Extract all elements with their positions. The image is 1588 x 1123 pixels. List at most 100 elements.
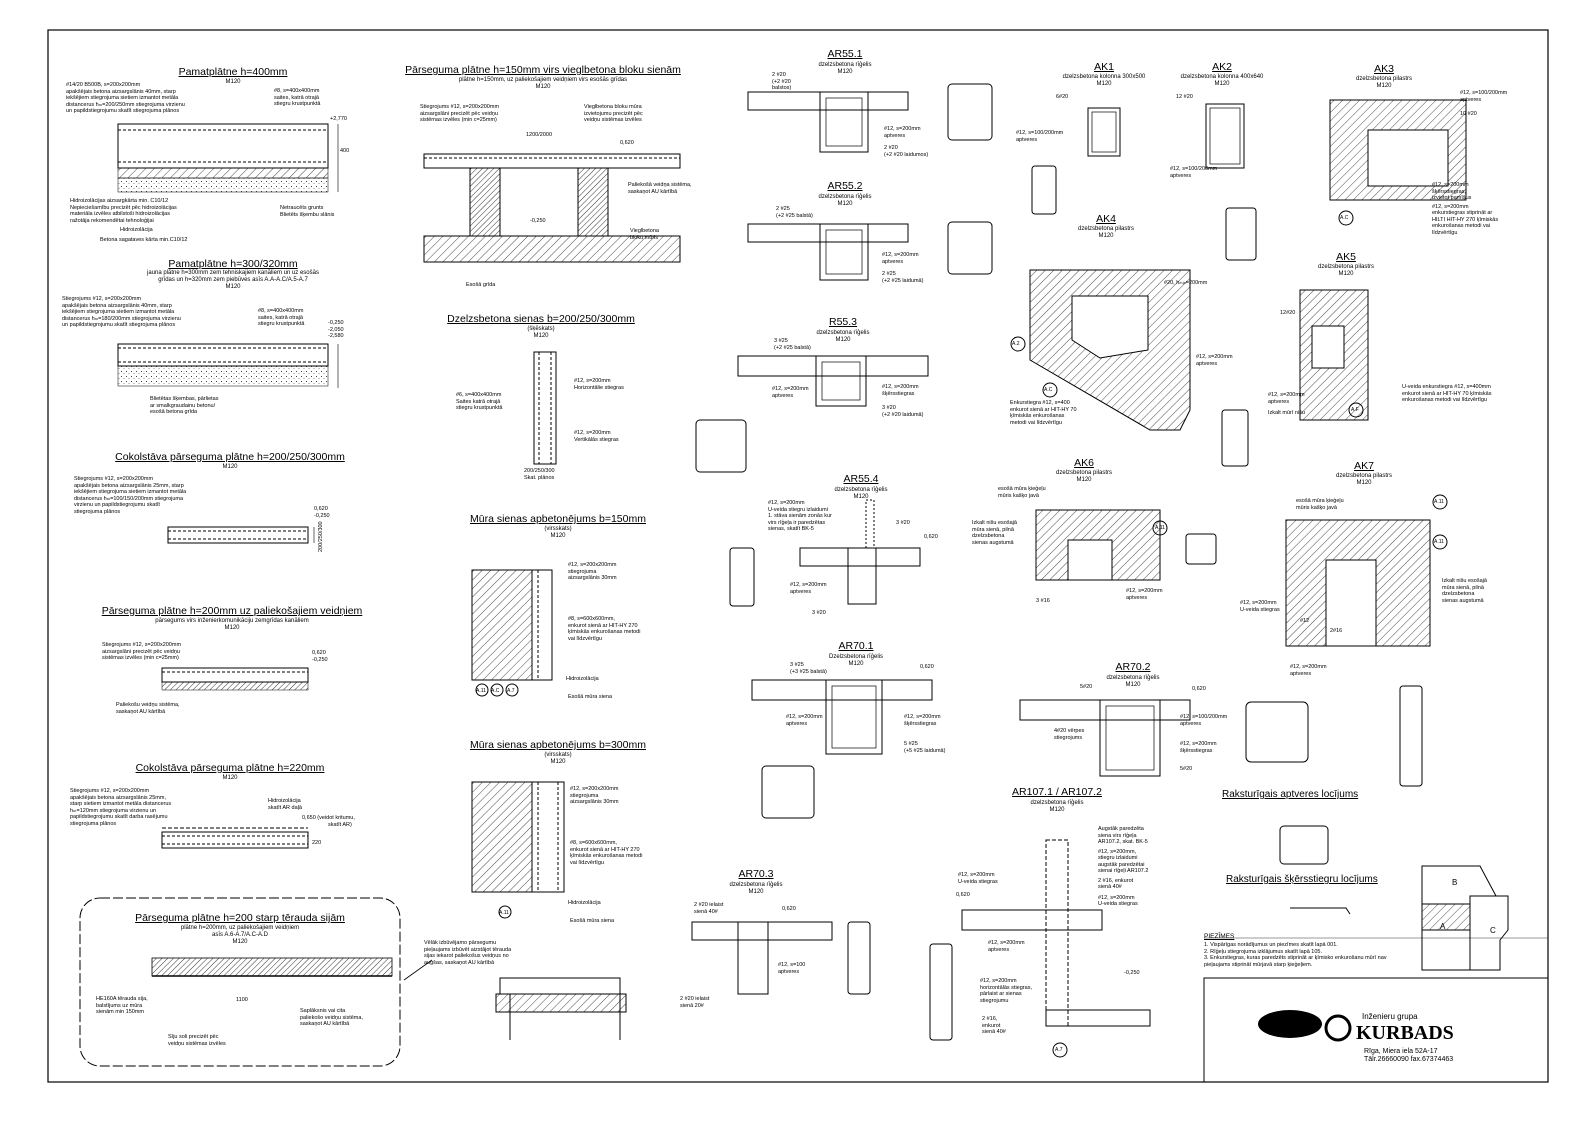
column-ak4-title: AK4: [1096, 213, 1116, 225]
title-pamatplatne-300: Pamatplātne h=300/320mm: [168, 258, 298, 270]
column-ak7-axis-1: A.11: [1434, 499, 1444, 505]
bottom-notes-pamatplatne-400: Hidroizolācijas aizsargkārta min. C10/12…: [70, 198, 188, 243]
dim-steel: 1100: [236, 997, 248, 1003]
column-ak5-n1: 12#20: [1280, 310, 1296, 316]
column-ak4-n1: #20, hₘᵢₙ=200mm: [1164, 280, 1208, 286]
detail-mura-300: [471, 781, 565, 919]
column-ak6-axis: A.11: [1155, 525, 1165, 531]
company-small: Inženieru grupa: [1362, 1012, 1418, 1021]
sub-mura-300: (virsskats)M120: [544, 752, 572, 765]
sub-vieglbetons: plātne h=150mm, uz paliekošajiem veidņie…: [458, 77, 628, 90]
beam-ar55-2-drawing: [747, 221, 993, 281]
column-ak5-title: AK5: [1336, 251, 1356, 263]
sub-pamatplatne-300: jauna plātne h=300mm zem tehniskajiem ka…: [147, 270, 319, 290]
title-pamatplatne-400: Pamatplātne h=400mm: [178, 66, 288, 78]
abc-sketch: [1421, 865, 1509, 971]
axis-mura-150-a7: A.7: [507, 688, 515, 694]
beam-ar70-3-title: AR70.3: [738, 868, 774, 880]
beam-ar70-3-drawing: [691, 921, 871, 995]
column-ak5-drawing: [1221, 289, 1369, 467]
column-ak3-title: AK3: [1374, 63, 1394, 75]
beam-ar70-1-notes: 3 #25(+3 #25 balstā): [790, 662, 827, 675]
sub-mura-150: (virsskats)M120: [544, 526, 572, 539]
dim-pamatplatne-400: 400: [340, 148, 350, 154]
column-ak4-drawing: [1010, 269, 1191, 431]
bottom-notes-parseg-200: Paliekošu veidņu sistēma,saskaņot AU kār…: [116, 702, 180, 715]
title-steel: Pārseguma plātne h=200 starp tērauda sij…: [135, 912, 345, 924]
hid-mura-300: Hidroizolācija: [568, 900, 601, 906]
bend-skersstiegru-title: Raksturīgais šķērsstiegru locījums: [1226, 874, 1378, 885]
notes2-mura-300: #8, s=600x600mm,enkurot sienā ar HIT-HY …: [570, 840, 643, 866]
detail-cokols-220: [161, 827, 309, 849]
column-ak3-axis: A.C: [1340, 215, 1349, 221]
detail-parseg-200: [161, 667, 309, 691]
column-ak4-axis-a2: A.2: [1012, 341, 1020, 347]
column-ak1-n1: 6#20: [1056, 94, 1069, 100]
sub-steel: plātne h=200mm, uz paliekošajiem veidņie…: [180, 925, 300, 945]
beam-r55-3-notes: 3 #25(+2 #25 balstā): [774, 338, 811, 351]
sub-parseg-200: pārsegums virs inženierkomunikāciju zemg…: [155, 618, 309, 631]
sub-cokols-220: M120: [222, 775, 238, 781]
wall-mura-300: Esošā mūra siena: [570, 918, 615, 924]
beam-r55-3-drawing: [695, 355, 929, 473]
column-ak2-title: AK2: [1212, 61, 1232, 73]
beam-ar107-axis: A.7: [1055, 1047, 1063, 1053]
title-vieglbetons: Pārseguma plātne h=150mm virs vieglbeton…: [405, 64, 681, 76]
piezimes-list: 1. Vispārīgas norādījumus un piezīmes sk…: [1204, 942, 1387, 968]
level-pamatplatne-400: +2,770: [330, 116, 347, 122]
title-cokols-200: Cokolstāva pārseguma plātne h=200/250/30…: [115, 451, 345, 463]
dim-cokols-220: 220: [312, 840, 322, 846]
column-ak6-drawing: [1035, 509, 1217, 581]
beam-ar107-level2: -0,250: [1124, 970, 1140, 976]
beam-ar55-1-drawing: [747, 83, 993, 153]
dim-vieglbetons: 1200/2000: [526, 132, 552, 138]
hid-mura-150: Hidroizolācija: [566, 676, 599, 682]
detail-cokols-200: [167, 526, 315, 544]
title-mura-300: Mūra sienas apbetonējums b=300mm: [470, 739, 646, 751]
beam-ar55-4-level: 0,620: [924, 534, 938, 540]
detail-steel-iso: [495, 977, 627, 1040]
sheet-frame: [47, 29, 1549, 1083]
column-ak7-n4: #12: [1300, 618, 1310, 624]
beam-ar70-1-level: 0,620: [920, 664, 934, 670]
beam-ar55-4-n3: 3 #20: [812, 610, 826, 616]
detail-pamatplatne-300: [117, 343, 339, 388]
bottom-vieglbetons: Esošā grīda: [466, 282, 496, 288]
notes2-mura-150: #8, s=600x600mm,enkurot sienā ar HIT-HY …: [568, 616, 641, 642]
beam-ar70-1-drawing: [751, 679, 933, 819]
beam-ar70-2-level: 0,620: [1192, 686, 1206, 692]
title-dzelzs: Dzelzsbetona sienas b=200/250/300mm: [447, 313, 635, 325]
